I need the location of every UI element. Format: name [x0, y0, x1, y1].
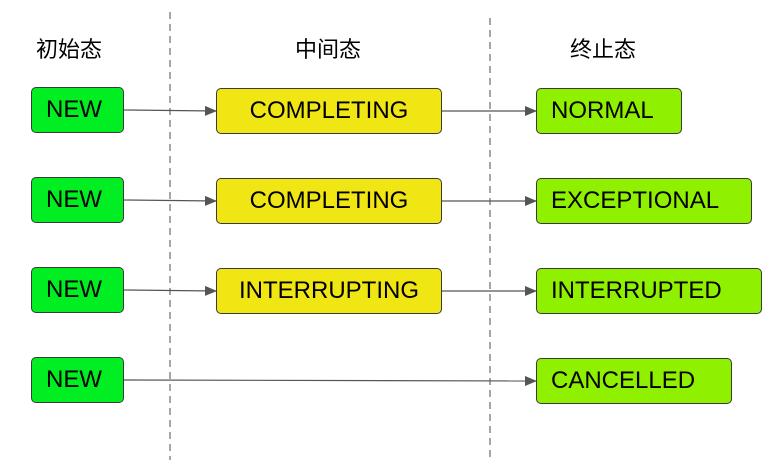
- state-node-intermediate: INTERRUPTING: [216, 268, 442, 314]
- state-node-intermediate: COMPLETING: [216, 178, 442, 224]
- state-node-final: NORMAL: [536, 88, 682, 134]
- header-initial-state: 初始态: [36, 38, 103, 63]
- state-node-final: INTERRUPTED: [536, 268, 762, 314]
- state-node-initial: NEW: [31, 177, 124, 223]
- state-node-intermediate: COMPLETING: [216, 88, 442, 134]
- arrow-row1-start-to-middle: [123, 105, 217, 116]
- state-node-final: CANCELLED: [536, 358, 732, 404]
- header-intermediate-state: 中间态: [295, 38, 362, 63]
- header-final-state: 终止态: [570, 38, 637, 63]
- state-node-initial: NEW: [31, 267, 124, 313]
- state-node-initial: NEW: [31, 357, 124, 403]
- state-node-initial: NEW: [31, 87, 124, 133]
- arrow-row4-start-to-end: [123, 375, 537, 386]
- arrow-row2-start-to-middle: [123, 195, 217, 206]
- state-node-final: EXCEPTIONAL: [536, 178, 752, 224]
- arrow-row3-start-to-middle: [123, 285, 217, 296]
